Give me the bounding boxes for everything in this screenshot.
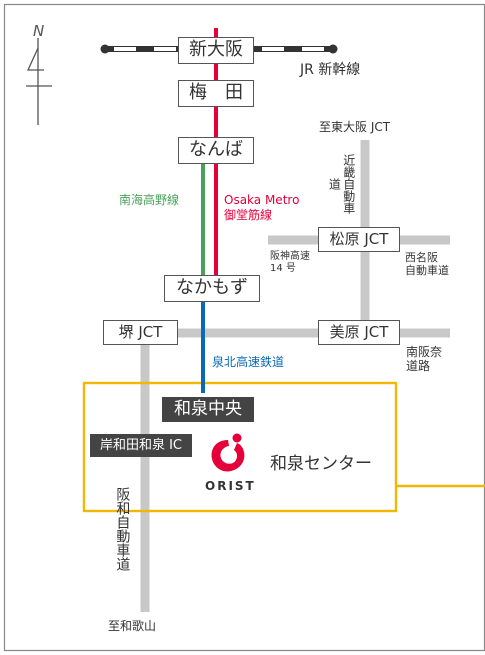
station-nakamozu[interactable]: なかもず — [164, 275, 260, 302]
label-hanwa-expressway: 阪和自動車道 — [114, 487, 131, 571]
orist-logo-icon — [211, 433, 245, 472]
junction-mihara[interactable]: 美原 JCT — [318, 320, 400, 345]
label-osaka-metro: Osaka Metro — [224, 193, 300, 207]
label-senboku: 泉北高速鉄道 — [212, 355, 285, 369]
label-hanshin-14-line1: 阪神高速 — [270, 251, 310, 262]
orist-logo-text: ORIST — [205, 479, 256, 493]
station-namba[interactable]: なんば — [178, 137, 254, 164]
izumi-area-highlight — [82, 381, 398, 513]
label-minami-hanna-line2: 道路 — [406, 359, 431, 373]
station-izumi-chuo[interactable]: 和泉中央 — [162, 397, 254, 422]
label-nishi-meihan-line1: 西名阪 — [405, 251, 438, 264]
label-kinki-expressway: 近畿自動車道 — [327, 154, 356, 214]
label-nishi-meihan-line2: 自動車道 — [405, 264, 449, 277]
expressways — [140, 140, 450, 612]
north-label: N — [33, 22, 45, 40]
label-to-wakayama: 至和歌山 — [108, 619, 157, 633]
station-umeda[interactable]: 梅 田 — [178, 80, 254, 107]
label-minami-hanna-line1: 南阪奈 — [406, 345, 443, 359]
junction-sakai[interactable]: 堺 JCT — [103, 320, 178, 345]
label-nankai-koya: 南海高野線 — [119, 193, 180, 207]
interchange-kishiwada-izumi[interactable]: 岸和田和泉 IC — [90, 434, 192, 457]
label-jr-shinkansen: JR 新幹線 — [300, 62, 361, 78]
junction-matsubara[interactable]: 松原 JCT — [318, 227, 400, 252]
station-shin-osaka[interactable]: 新大阪 — [178, 37, 254, 64]
destination-izumi-center[interactable]: 和泉センター — [270, 454, 372, 474]
label-midosuji: 御堂筋線 — [224, 208, 273, 222]
label-hanshin-14-line2: 14 号 — [270, 263, 296, 274]
north-arrow-icon — [26, 38, 52, 125]
label-to-higashi-osaka: 至東大阪 JCT — [319, 120, 391, 134]
